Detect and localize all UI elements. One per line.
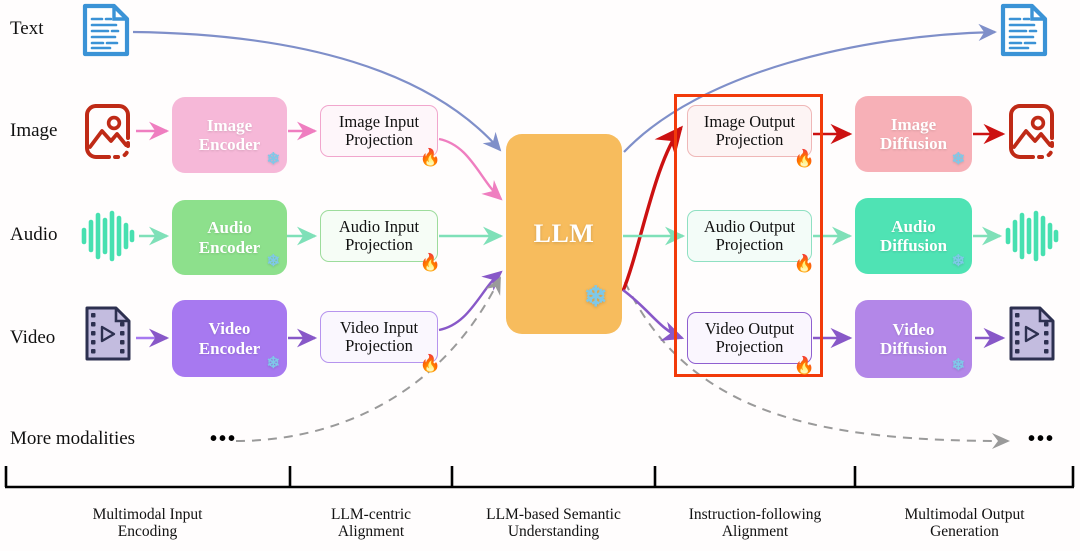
- image-input-projection-box[interactable]: Image Input Projection 🔥: [320, 105, 441, 166]
- audio-diffusion-box[interactable]: Audio Diffusion ❄: [855, 198, 972, 274]
- snowflake-icon: ❄: [266, 151, 280, 168]
- snowflake-icon: ❄: [951, 357, 965, 374]
- fire-icon: 🔥: [419, 148, 441, 167]
- fire-icon: 🔥: [793, 356, 815, 375]
- video-diffusion-label: Video Diffusion: [879, 319, 948, 358]
- audio-output-projection-label: Audio Output Projection: [703, 216, 796, 254]
- stage-label-multimodal-input-encoding: Multimodal Input Encoding: [92, 506, 203, 541]
- audio-waveform-icon: [81, 210, 135, 262]
- llm-core-box[interactable]: LLM ❄: [506, 134, 622, 334]
- image-picture-icon: [1009, 104, 1054, 159]
- more-modalities-dots-left: •••: [210, 428, 238, 450]
- flow-llm-to-image-output-projection: [621, 125, 683, 292]
- video-film-icon: [1009, 306, 1055, 361]
- image-output-projection-label: Image Output Projection: [703, 111, 796, 149]
- image-input-projection-label: Image Input Projection: [338, 111, 420, 149]
- video-film-icon: [85, 306, 131, 361]
- video-encoder-box[interactable]: Video Encoder ❄: [172, 300, 287, 377]
- image-encoder-box[interactable]: Image Encoder ❄: [172, 97, 287, 173]
- image-picture-icon: [85, 104, 130, 159]
- stage-label-llm-centric-alignment: LLM-centric Alignment: [330, 506, 412, 541]
- audio-encoder-box[interactable]: Audio Encoder ❄: [172, 200, 287, 275]
- row-label-audio: Audio: [10, 224, 58, 245]
- llm-label: LLM: [533, 219, 595, 249]
- snowflake-icon: ❄: [951, 253, 965, 270]
- audio-waveform-icon: [1005, 210, 1059, 262]
- video-encoder-label: Video Encoder: [198, 319, 261, 358]
- text-document-icon: [82, 3, 130, 57]
- flow-image-projection-to-llm: [438, 137, 503, 201]
- flow-video-projection-to-llm: [438, 270, 503, 332]
- stage-axis: [4, 466, 1075, 489]
- fire-icon: 🔥: [419, 354, 441, 373]
- stage-label-instruction-following-alignment: Instruction-following Alignment: [688, 506, 822, 541]
- fire-icon: 🔥: [793, 149, 815, 168]
- row-label-image: Image: [10, 120, 58, 141]
- audio-output-projection-box[interactable]: Audio Output Projection 🔥: [687, 210, 815, 272]
- video-input-projection-box[interactable]: Video Input Projection 🔥: [320, 311, 441, 372]
- audio-diffusion-label: Audio Diffusion: [879, 216, 948, 255]
- video-input-projection-label: Video Input Projection: [339, 317, 419, 355]
- audio-encoder-label: Audio Encoder: [198, 218, 261, 257]
- snowflake-icon: ❄: [584, 282, 608, 313]
- snowflake-icon: ❄: [266, 355, 280, 372]
- audio-input-projection-label: Audio Input Projection: [338, 216, 420, 254]
- fire-icon: 🔥: [419, 253, 441, 272]
- image-encoder-label: Image Encoder: [198, 115, 261, 154]
- stage-label-llm-based-semantic-understanding: LLM-based Semantic Understanding: [486, 506, 621, 541]
- image-diffusion-box[interactable]: Image Diffusion ❄: [855, 96, 972, 172]
- row-label-video: Video: [10, 327, 56, 348]
- audio-input-projection-box[interactable]: Audio Input Projection 🔥: [320, 210, 441, 271]
- instruction-following-container: [674, 94, 823, 377]
- row-label-more-modalities: More modalities: [10, 428, 136, 449]
- image-output-projection-box[interactable]: Image Output Projection 🔥: [687, 105, 815, 167]
- row-label-text: Text: [10, 18, 44, 39]
- more-modalities-dots-right: •••: [1028, 428, 1056, 450]
- video-output-projection-box[interactable]: Video Output Projection 🔥: [687, 312, 815, 374]
- image-diffusion-label: Image Diffusion: [879, 114, 948, 153]
- stage-label-multimodal-output-generation: Multimodal Output Generation: [904, 506, 1025, 541]
- fire-icon: 🔥: [793, 254, 815, 273]
- video-output-projection-label: Video Output Projection: [704, 318, 795, 356]
- snowflake-icon: ❄: [266, 253, 280, 270]
- video-diffusion-box[interactable]: Video Diffusion ❄: [855, 300, 972, 378]
- snowflake-icon: ❄: [951, 151, 965, 168]
- text-document-icon: [1000, 3, 1048, 57]
